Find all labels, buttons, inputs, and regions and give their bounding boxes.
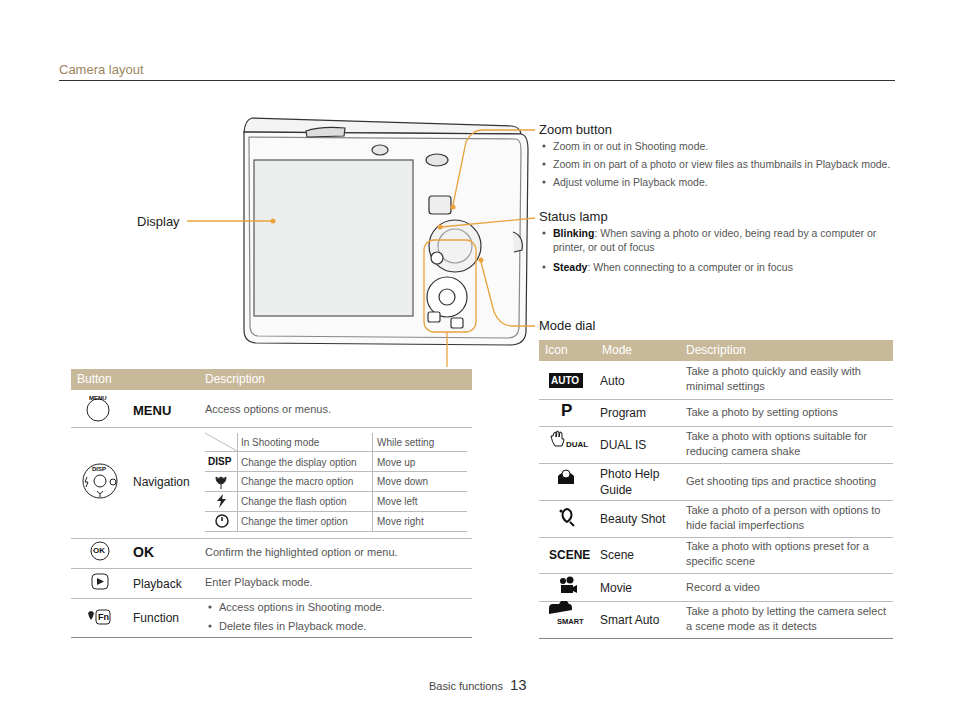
column-heading: Button: [77, 372, 112, 386]
icon-text: DUAL: [566, 440, 588, 451]
table-header-band: Button Description: [71, 369, 472, 390]
icon-text: DUAL: [566, 440, 588, 449]
table-cell: Take a photo with options preset for a s…: [686, 539, 891, 569]
bullet-text: : When connecting to a computer or in fo…: [587, 261, 792, 273]
mode-name: Scene: [600, 547, 634, 563]
table-cell: Enter Playback mode.: [205, 575, 313, 590]
footer-text: Basic functions: [429, 679, 503, 694]
icon-text: DISP: [208, 456, 231, 467]
column-heading: Description: [205, 372, 265, 386]
table-cell: Record a video: [686, 580, 760, 595]
bullet-text: : When saving a photo or video, being re…: [553, 227, 876, 253]
table-header-band: Icon Mode Description: [539, 340, 893, 361]
table-cell: Move left: [377, 495, 418, 509]
bullet-text: Delete files in Playback mode.: [219, 619, 366, 634]
icon-text: DISP: [92, 466, 106, 472]
icon-text: MENU: [89, 394, 107, 402]
icon-text: Fn: [98, 612, 109, 622]
icon-text: DISP: [92, 465, 106, 473]
button-name: MENU: [133, 403, 171, 418]
mode-name: DUAL IS: [600, 437, 646, 453]
icon-text: OK: [93, 546, 105, 557]
table-cell: Change the display option: [241, 456, 357, 470]
table-cell: Move up: [377, 456, 415, 470]
column-heading: Description: [686, 343, 746, 357]
mode-name: Movie: [600, 580, 632, 596]
icon-text: SMART: [557, 617, 584, 626]
icon-text: P: [561, 400, 572, 423]
table-cell: While setting: [377, 436, 434, 450]
bullet-text: Steady: When connecting to a computer or…: [553, 260, 893, 274]
icon-text: AUTO: [551, 374, 579, 388]
bullet-text: Adjust volume in Playback mode.: [553, 175, 708, 189]
table-cell: In Shooting mode: [241, 436, 319, 450]
page-title: Camera layout: [59, 61, 144, 79]
mode-name: Smart Auto: [600, 612, 659, 628]
bullet-text: Blinking: When saving a photo or video, …: [553, 226, 883, 254]
table-cell: Take a photo with options suitable for r…: [686, 429, 891, 459]
part-name: Status lamp: [539, 208, 608, 226]
table-cell: Change the timer option: [241, 515, 348, 529]
button-name: Navigation: [133, 474, 190, 490]
icon-text: OK: [93, 546, 105, 555]
table-cell: Take a photo quickly and easily with min…: [686, 364, 891, 394]
mode-name: Program: [600, 405, 646, 421]
button-name: Function: [133, 610, 179, 626]
bullet-text: Steady: [553, 261, 587, 273]
table-cell: Access options or menus.: [205, 402, 331, 417]
mode-name: Auto: [600, 373, 625, 389]
button-name: MENU: [133, 402, 171, 420]
icon-text: MENU: [89, 395, 107, 401]
table-cell: Get shooting tips and practice shooting: [686, 474, 891, 489]
bullet-text: Access options in Shooting mode.: [219, 600, 385, 615]
mode-name: Beauty Shot: [600, 511, 665, 527]
table-cell: Change the macro option: [241, 475, 353, 489]
icon-text: Fn: [98, 611, 109, 623]
column-heading: Icon: [545, 343, 568, 357]
table-cell: Take a photo of a person with options to…: [686, 503, 891, 533]
part-name: Display: [137, 213, 180, 231]
mode-name: Photo Help Guide: [600, 466, 680, 498]
icon-text: SCENE: [549, 548, 590, 562]
table-cell: Take a photo by letting the camera selec…: [686, 604, 891, 634]
column-heading: Mode: [602, 343, 632, 357]
bullet-text: Zoom in or out in Shooting mode.: [553, 139, 708, 153]
page-number: 13: [510, 675, 527, 695]
button-name: Playback: [133, 576, 182, 592]
table-cell: Move right: [377, 515, 424, 529]
table-cell: Move down: [377, 475, 428, 489]
icon-text: P: [561, 401, 572, 420]
icon-text: SCENE: [549, 547, 590, 563]
bullet-text: Blinking: [553, 227, 594, 239]
icon-text: AUTO: [551, 375, 579, 386]
bullet-text: Zoom in on part of a photo or view files…: [553, 157, 898, 171]
part-name: Zoom button: [539, 121, 612, 139]
button-name: OK: [133, 543, 154, 562]
table-cell: Confirm the highlighted option or menu.: [205, 545, 398, 560]
icon-text: DISP: [208, 455, 231, 469]
icon-text: SMART: [557, 617, 584, 627]
part-name: Mode dial: [539, 317, 595, 335]
table-cell: Take a photo by setting options: [686, 405, 838, 420]
table-cell: Change the flash option: [241, 495, 347, 509]
button-name: OK: [133, 544, 154, 560]
